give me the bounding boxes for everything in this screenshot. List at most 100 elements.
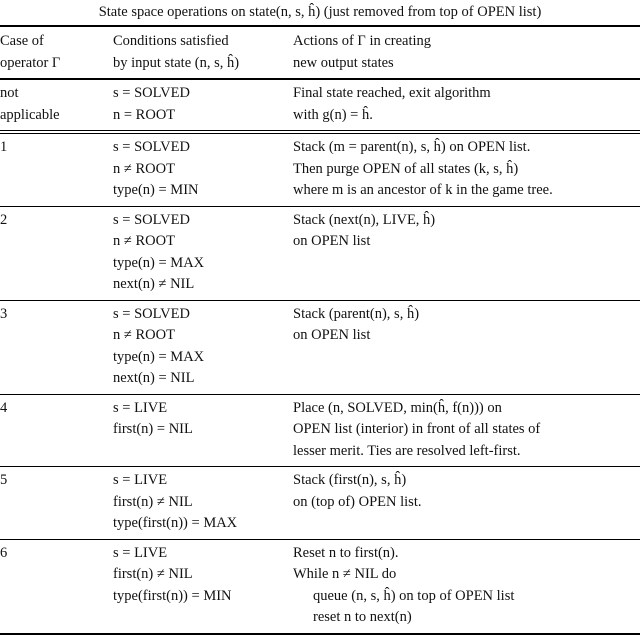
cell-conditions-line-2: first(n) ≠ NIL [113,566,193,582]
cell-actions-line-1: Final state reached, exit algorithm [293,85,491,101]
table-data-rows: not applicable s = SOLVED n = ROOT Final sta… [0,80,640,633]
cell-actions-line-3: lesser merit. Ties are resolved left-fir… [293,442,521,459]
cell-case-line-1: 2 [0,211,8,228]
header-actions-line-1: Actions of Γ in creating [293,33,432,49]
cell-conditions-line-3: type(n) = MAX [113,254,205,271]
table-row: 5 s = LIVE first(n) ≠ NIL type(first(n)) = … [0,467,640,539]
cell-conditions-line-2: first(n) ≠ NIL [113,493,193,510]
table-header-row: Case of operator Γ Conditions satisfied … [0,27,640,78]
rule [0,299,640,301]
rows-body: not applicable s = SOLVED n = ROOT Final sta… [0,80,640,633]
row-separator [0,205,640,207]
cell-case-line-1: 3 [0,305,8,322]
cell-actions: Stack (m = parent(n), s, ĥ) on OPEN list… [293,134,640,206]
cell-conditions-line-2: first(n) = NIL [113,421,193,437]
table-figure: State space operations on state(n, s, ĥ)… [0,4,640,635]
table-body: Case of operator Γ Conditions satisfied … [0,27,640,78]
table-row: 6 s = LIVE first(n) ≠ NIL type(first(n)) = … [0,540,640,633]
table-row: 2 s = SOLVED n ≠ ROOT type(n) = MAX next(n) … [0,207,640,300]
cell-case: 4 [0,395,113,467]
cell-case-line-1: 6 [0,544,8,561]
header-cell-case: Case of operator Γ [0,27,113,78]
cell-actions-line-2: on OPEN list [293,233,371,249]
cell-actions: Stack (parent(n), s, ĥ) on OPEN list [293,301,640,394]
cell-case-line-1: not [0,85,19,101]
cell-actions-line-2: with g(n) = ĥ. [293,106,373,123]
cell-conditions: s = LIVE first(n) ≠ NIL type(first(n)) = M… [113,540,293,633]
cell-case: 2 [0,207,113,300]
rule [0,130,640,134]
cell-actions-line-2: OPEN list (interior) in front of all sta… [293,421,541,437]
cell-case-line-1: 1 [0,139,8,155]
rule [0,538,640,540]
row-separator [0,299,640,301]
cell-actions-line-2: on OPEN list [293,327,371,343]
header-conditions-line-1: Conditions satisfied [113,33,229,49]
cell-conditions-line-2: n ≠ ROOT [113,160,175,177]
header-conditions-line-2: by input state (n, s, ĥ) [113,54,240,71]
table-top-rule [0,25,640,27]
cell-actions: Place (n, SOLVED, min(ĥ, f(n))) on OPEN l… [293,395,640,467]
cell-conditions-line-1: s = LIVE [113,472,168,488]
cell-case: 1 [0,134,113,206]
cell-case-line-1: 5 [0,472,8,488]
cell-actions-line-2: Then purge OPEN of all states (k, s, ĥ) [293,160,519,177]
cell-actions-line-1: Stack (next(n), LIVE, ĥ) [293,211,436,228]
cell-actions-line-1: Place (n, SOLVED, min(ĥ, f(n))) on [293,399,502,416]
cell-actions-line-1: Reset n to first(n). [293,544,399,561]
cell-actions-line-4: reset n to next(n) [313,609,412,625]
cell-actions-line-3: where m is an ancestor of k in the game … [293,182,553,198]
row-separator [0,538,640,540]
header-actions-line-2: new output states [293,54,394,71]
cell-conditions: s = SOLVED n ≠ ROOT type(n) = MAX next(n) ≠… [113,207,293,300]
cell-conditions-line-1: s = SOLVED [113,139,190,155]
cell-case: not applicable [0,80,113,130]
rule [0,393,640,395]
cell-actions-line-1: Stack (m = parent(n), s, ĥ) on OPEN list… [293,139,531,155]
table-caption: State space operations on state(n, s, ĥ)… [98,4,542,20]
cell-conditions-line-1: s = LIVE [113,544,168,561]
row-separator [0,130,640,134]
cell-actions: Final state reached, exit algorithm with … [293,80,640,130]
header-cell-actions: Actions of Γ in creating new output stat… [293,27,640,78]
cell-actions-line-1: Stack (parent(n), s, ĥ) [293,305,420,322]
cell-conditions-line-1: s = SOLVED [113,85,190,101]
cell-actions-line-2: While n ≠ NIL do [293,566,397,582]
state-space-operations-table: Case of operator Γ Conditions satisfied … [0,27,640,78]
cell-actions: Stack (next(n), LIVE, ĥ) on OPEN list [293,207,640,300]
cell-conditions-line-4: next(n) ≠ NIL [113,276,195,292]
cell-conditions: s = SOLVED n = ROOT [113,80,293,130]
cell-conditions-line-1: s = LIVE [113,399,168,416]
cell-conditions-line-2: n ≠ ROOT [113,327,175,343]
cell-conditions-line-2: n = ROOT [113,106,176,123]
cell-conditions: s = SOLVED n ≠ ROOT type(n) = MAX next(n) =… [113,301,293,394]
cell-conditions-line-1: s = SOLVED [113,211,190,228]
cell-actions-line-2: on (top of) OPEN list. [293,493,422,510]
table-bottom-rule [0,632,640,635]
cell-case: 5 [0,467,113,539]
header-case-line-1: Case of [0,33,44,49]
cell-actions-line-1: Stack (first(n), s, ĥ) [293,472,407,488]
cell-conditions-line-3: type(first(n)) = MAX [113,515,238,531]
cell-conditions: s = LIVE first(n) = NIL [113,395,293,467]
header-bottom-rule [0,78,640,80]
cell-conditions-line-3: type(n) = MAX [113,348,205,365]
cell-actions: Stack (first(n), s, ĥ) on (top of) OPEN l… [293,467,640,539]
cell-conditions-line-4: next(n) = NIL [113,370,195,386]
cell-case: 6 [0,540,113,633]
header-cell-conditions: Conditions satisfied by input state (n, … [113,27,293,78]
cell-conditions-line-2: n ≠ ROOT [113,233,175,249]
cell-conditions-line-3: type(first(n)) = MIN [113,587,232,604]
header-case-line-2: operator Γ [0,54,61,71]
rule [0,466,640,467]
row-separator [0,393,640,395]
row-separator [0,466,640,467]
cell-conditions-line-1: s = SOLVED [113,305,190,322]
cell-conditions: s = LIVE first(n) ≠ NIL type(first(n)) = M… [113,467,293,539]
rule [0,205,640,207]
cell-case-line-2: applicable [0,106,60,123]
